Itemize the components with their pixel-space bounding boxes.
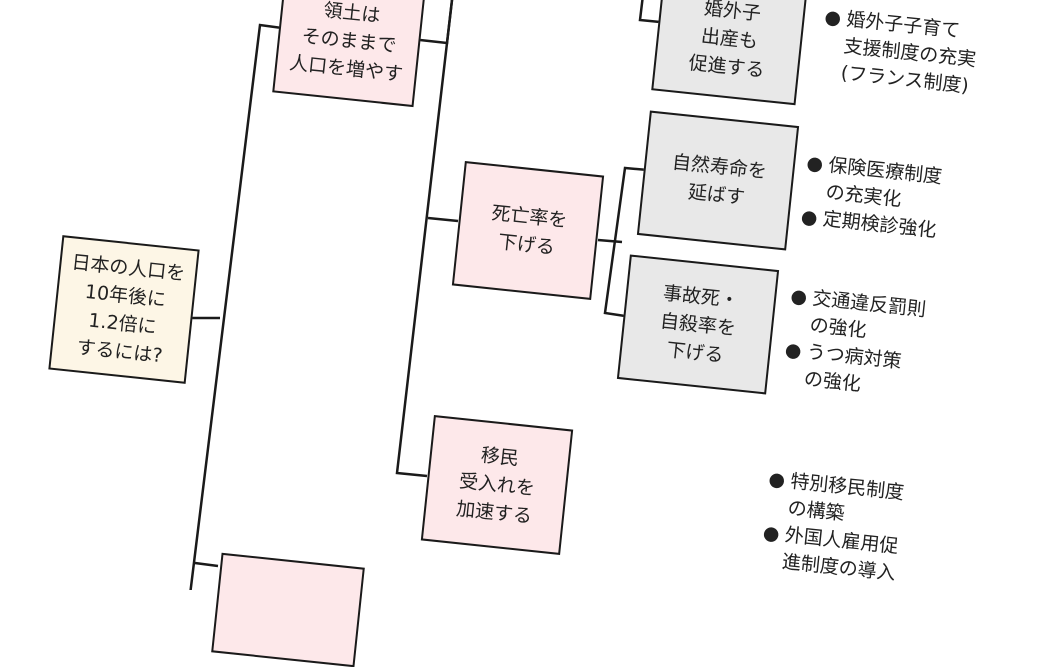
leaf-box-out-of-wedlock: 婚外子 出産も 促進する — [651, 0, 808, 106]
connector-to-outofwedlock — [638, 0, 661, 24]
connector-trunk-1 — [189, 23, 283, 590]
measure-item: ●婚外子子育て 支援制度の充実 (フランス制度) — [823, 5, 978, 98]
branch-box-bottom — [211, 552, 365, 667]
measures-lifespan: ●保険医療制度 の充実化 ●定期検診強化 — [800, 150, 944, 245]
connector-lines — [189, 0, 661, 590]
measures-out-of-wedlock: ●婚外子子育て 支援制度の充実 (フランス制度) — [818, 4, 981, 101]
measures-immigration: ●特別移民制度 の構築 ●外国人雇用促 進制度の導入 — [759, 466, 906, 588]
branch-box-immigration: 移民 受入れを 加速する — [420, 415, 574, 555]
connector-death-out — [597, 238, 623, 244]
root-label: 日本の人口を 10年後に 1.2倍に するには? — [70, 250, 187, 367]
leaf-box-accident-suicide: 事故死・ 自殺率を 下げる — [616, 254, 780, 395]
measures-accident-suicide: ●交通違反罰則 の強化 ●うつ病対策 の強化 — [781, 283, 928, 405]
connector-trunk-2b — [395, 0, 454, 478]
root-box: 日本の人口を 10年後に 1.2倍に するには? — [48, 235, 200, 384]
connector-trunk-3 — [603, 166, 649, 318]
branch-label: 領土は そのままで 人口を増やす — [288, 0, 404, 86]
connector-to-death — [427, 216, 459, 223]
branch-box-lower-mortality: 死亡率を 下げる — [451, 161, 605, 300]
leaf-box-lifespan: 自然寿命を 延ばす — [636, 110, 800, 251]
connector-to-bottom-box — [194, 561, 219, 568]
branch-box-same-territory: 領土は そのままで 人口を増やす — [272, 0, 426, 108]
